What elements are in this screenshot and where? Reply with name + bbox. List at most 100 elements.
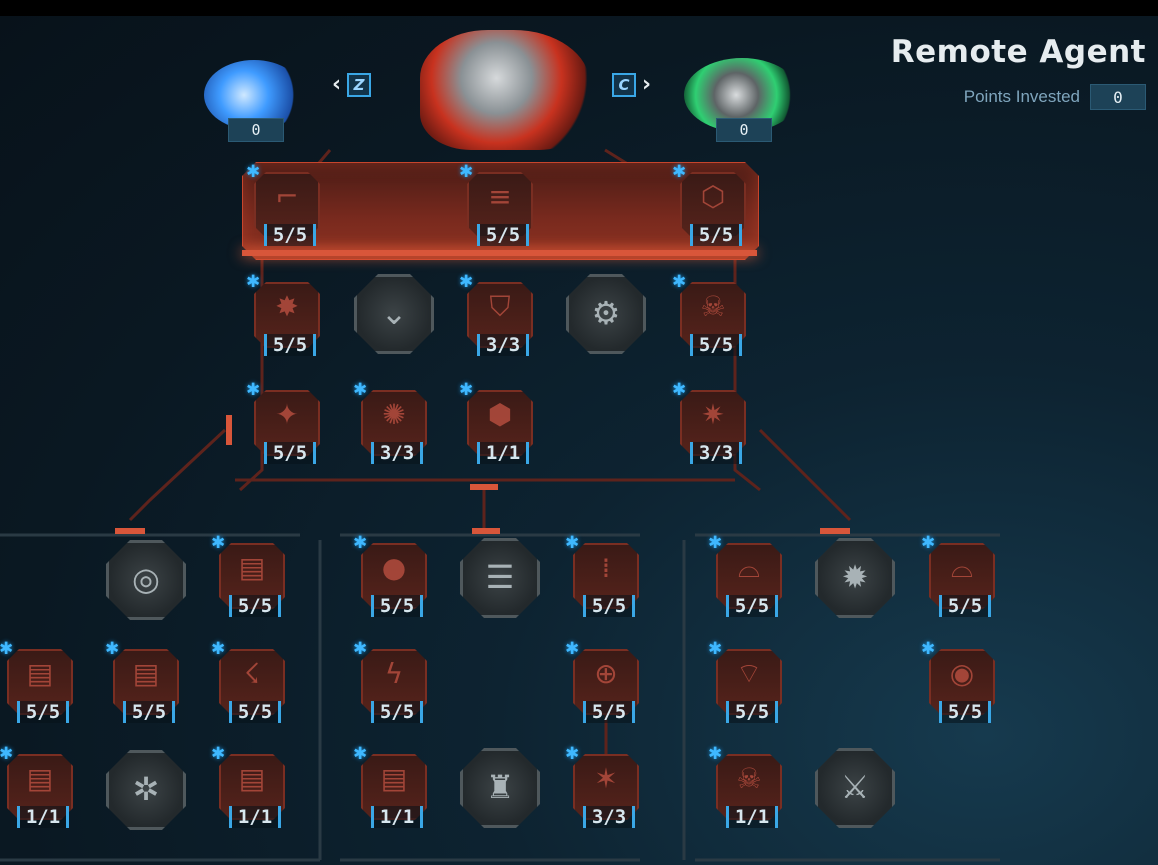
skill-node-turret-b[interactable]: ▤ ✱ 5/5 <box>0 639 73 723</box>
turret-icon: ▤ <box>238 762 266 795</box>
skill-node-wing-crest[interactable]: ⌔ ✱ 5/5 <box>708 639 782 723</box>
skill-level: 3/3 <box>690 442 742 464</box>
skill-node-ammo[interactable]: ≡✱5/5 <box>459 162 533 246</box>
beetle-icon: ⬢ <box>487 398 513 431</box>
keystone-mech[interactable]: ⚔ <box>815 748 895 828</box>
upgrade-star-icon: ✱ <box>921 639 936 659</box>
upgrade-star-icon: ✱ <box>105 639 120 659</box>
tornado-icon: ◎ <box>132 560 160 598</box>
skill-level: 5/5 <box>17 701 69 723</box>
upgrade-star-icon: ✱ <box>353 533 368 553</box>
skill-node-impact[interactable]: ✸✱5/5 <box>246 272 320 356</box>
skull-shield-icon: ☠ <box>700 290 726 323</box>
skill-level: 5/5 <box>229 595 281 617</box>
spider-icon: ✲ <box>132 770 160 808</box>
skill-node-beetle[interactable]: ⬢ ✱ 1/1 <box>459 380 533 464</box>
skill-node-crest-b[interactable]: ⌓✱5/5 <box>921 533 995 617</box>
skill-level: 3/3 <box>583 806 635 828</box>
skill-level: 5/5 <box>123 701 175 723</box>
skill-node-explosion[interactable]: ✺✱3/3 <box>353 380 427 464</box>
skill-level: 5/5 <box>939 595 991 617</box>
keystone-frame <box>354 274 434 354</box>
pistol-icon: ⌐ <box>275 180 299 213</box>
skill-level: 5/5 <box>726 701 778 723</box>
bullets-icon: ⁞ <box>601 551 611 584</box>
ammo-icon: ≡ <box>488 180 512 213</box>
right-character-portrait[interactable]: 0 <box>680 56 806 146</box>
skill-level: 5/5 <box>583 595 635 617</box>
chevron-emblem-icon: ⌄ <box>380 294 408 332</box>
skill-node-turret-e[interactable]: ▤✱1/1 <box>211 744 285 828</box>
skill-node-turret-d[interactable]: ▤✱1/1 <box>0 744 73 828</box>
skill-level: 5/5 <box>264 224 316 246</box>
runner-icon: ☇ <box>243 657 261 690</box>
skill-level: 3/3 <box>371 442 423 464</box>
skill-node-target[interactable]: ⊕✱5/5 <box>565 639 639 723</box>
left-character-points: 0 <box>228 118 284 142</box>
class-title: Remote Agent <box>890 34 1146 70</box>
skill-level: 5/5 <box>583 701 635 723</box>
keystone-minigun[interactable]: ☰ <box>460 538 540 618</box>
upgrade-star-icon: ✱ <box>459 380 474 400</box>
keystone-spider[interactable]: ✲ <box>106 750 186 830</box>
keystone-frame <box>106 540 186 620</box>
skill-level: 1/1 <box>477 442 529 464</box>
skill-node-bullets[interactable]: ⁞ ✱ 5/5 <box>565 533 639 617</box>
upgrade-star-icon: ✱ <box>672 272 687 292</box>
upgrade-star-icon: ✱ <box>211 744 226 764</box>
skill-level: 1/1 <box>371 806 423 828</box>
center-character-art <box>420 30 590 150</box>
target-icon: ⊕ <box>594 657 618 690</box>
skill-node-turret-f[interactable]: ▤✱1/1 <box>353 744 427 828</box>
points-invested: Points Invested 0 <box>964 84 1146 110</box>
upgrade-star-icon: ✱ <box>211 533 226 553</box>
keystone-tornado[interactable]: ◎ <box>106 540 186 620</box>
skill-node-burst[interactable]: ✶✱3/3 <box>565 744 639 828</box>
skill-node-skull-shield[interactable]: ☠✱5/5 <box>672 272 746 356</box>
next-key: C <box>612 72 636 97</box>
upgrade-star-icon: ✱ <box>708 744 723 764</box>
keystone-blast[interactable]: ✹ <box>815 538 895 618</box>
upgrade-star-icon: ✱ <box>0 744 14 764</box>
skill-node-shield-a[interactable]: ⛉✱3/3 <box>459 272 533 356</box>
skill-level: 5/5 <box>264 334 316 356</box>
prev-character-hint[interactable]: ‹ Z <box>332 72 372 97</box>
skill-node-crest-a[interactable]: ⌓✱5/5 <box>708 533 782 617</box>
turret-icon: ▤ <box>238 551 266 584</box>
skill-node-winged-skull[interactable]: ☠✱1/1 <box>708 744 782 828</box>
winged-skull-icon: ☠ <box>736 762 762 795</box>
burst-icon: ✶ <box>594 762 618 795</box>
upgrade-star-icon: ✱ <box>459 272 474 292</box>
right-character-points: 0 <box>716 118 772 142</box>
upgrade-star-icon: ✱ <box>246 380 261 400</box>
turret-icon: ▤ <box>26 657 54 690</box>
skill-node-wing-badge[interactable]: ✦✱5/5 <box>246 380 320 464</box>
minigun-icon: ☰ <box>485 558 515 596</box>
skill-node-eye-crest[interactable]: ◉✱5/5 <box>921 639 995 723</box>
skill-node-turret-c[interactable]: ▤✱5/5 <box>105 639 179 723</box>
skill-node-turret-a[interactable]: ▤ ✱ 5/5 <box>211 533 285 617</box>
skill-node-pistol[interactable]: ⌐✱5/5 <box>246 162 320 246</box>
wing-crest-icon: ⌔ <box>735 657 763 690</box>
skill-level: 5/5 <box>264 442 316 464</box>
skill-node-grenade[interactable]: ●✱5/5 <box>353 533 427 617</box>
next-character-hint[interactable]: C › <box>612 72 651 97</box>
upgrade-star-icon: ✱ <box>565 533 580 553</box>
crest-icon: ⌓ <box>737 551 761 584</box>
keystone-gear[interactable]: ⚙ <box>566 274 646 354</box>
keystone-chevron[interactable]: ⌄ <box>354 274 434 354</box>
keystone-frame <box>106 750 186 830</box>
keystone-frame <box>460 538 540 618</box>
skill-node-runner[interactable]: ☇✱5/5 <box>211 639 285 723</box>
keystone-robot[interactable]: ♜ <box>460 748 540 828</box>
robot-icon: ♜ <box>485 768 515 806</box>
skill-node-star-badge[interactable]: ✷✱3/3 <box>672 380 746 464</box>
keystone-frame <box>815 538 895 618</box>
upgrade-star-icon: ✱ <box>708 639 723 659</box>
skill-node-canister[interactable]: ⬡✱5/5 <box>672 162 746 246</box>
center-character-portrait[interactable] <box>410 26 596 162</box>
left-character-portrait[interactable]: 0 <box>198 56 318 146</box>
skill-node-lightning[interactable]: ϟ✱5/5 <box>353 639 427 723</box>
skill-level: 5/5 <box>371 701 423 723</box>
upgrade-star-icon: ✱ <box>0 639 14 659</box>
